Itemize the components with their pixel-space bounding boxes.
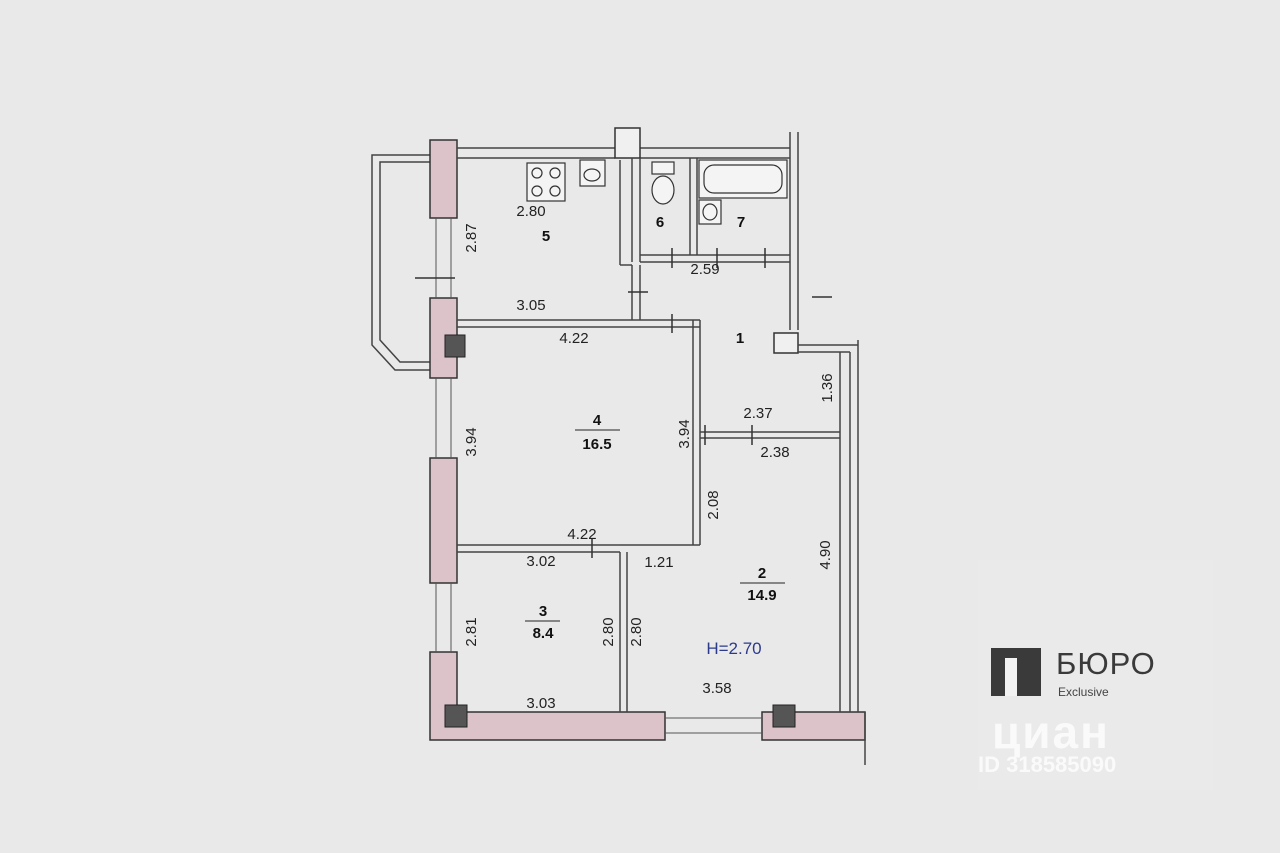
room-number: 7 [737, 214, 745, 231]
room-number: 1 [736, 330, 744, 347]
ceiling-height-label: H=2.70 [706, 639, 761, 658]
sink-bowl [583, 168, 601, 182]
dimension-label: 3.94 [463, 427, 480, 456]
brand-subtitle: Exclusive [1058, 685, 1109, 699]
window-kitchen [435, 218, 452, 298]
top-wall [457, 147, 790, 159]
dimension-label: 3.05 [516, 297, 545, 314]
washbasin-icon [698, 199, 722, 225]
brand-logo-icon [991, 648, 1041, 696]
watermark-listing-id: ID 318585090 [978, 752, 1117, 777]
dimension-label: 2.80 [600, 617, 617, 646]
dimension-label: 3.58 [702, 680, 731, 697]
room-area: 16.5 [582, 436, 611, 453]
kitchen-sink-icon [579, 159, 606, 187]
room-number: 3 [539, 603, 547, 620]
toilet-icon [651, 161, 675, 205]
dimension-label: 3.03 [526, 695, 555, 712]
dimension-label: 4.22 [559, 330, 588, 347]
room-area: 14.9 [747, 587, 776, 604]
balcony-inner [379, 161, 430, 363]
window-room3 [435, 583, 452, 652]
room-number: 2 [758, 565, 766, 582]
pillar [444, 334, 466, 358]
dimension-label: 2.80 [628, 617, 645, 646]
pillar-outline [773, 332, 799, 354]
room-number: 6 [656, 214, 664, 231]
dimension-label: 2.08 [705, 490, 722, 519]
window-room2 [665, 717, 762, 734]
wall-segment [429, 139, 458, 219]
dimension-label: 3.02 [526, 553, 555, 570]
dimension-label: 3.94 [676, 419, 693, 448]
dimension-label: 2.38 [760, 444, 789, 461]
dimension-label: 2.37 [743, 405, 772, 422]
wall-segment [429, 457, 458, 584]
dimension-label: 4.22 [567, 526, 596, 543]
bathtub-icon [698, 159, 788, 199]
dimension-label: 4.90 [817, 540, 834, 569]
room-area: 8.4 [533, 625, 555, 642]
pillar [772, 704, 796, 728]
dimension-label: 2.59 [690, 261, 719, 278]
door-ticks [415, 248, 832, 558]
shaft [614, 127, 641, 159]
stove-icon [526, 162, 566, 202]
window-room4 [435, 378, 452, 458]
pillar [444, 704, 468, 728]
stove-burners [531, 167, 561, 197]
brand-name: БЮРО [1056, 646, 1156, 681]
wall-segment-corner [429, 651, 666, 741]
dimension-label: 2.87 [463, 223, 480, 252]
dimension-label: 1.36 [819, 373, 836, 402]
dimension-label: 2.81 [463, 617, 480, 646]
dimension-label: 1.21 [644, 554, 673, 571]
dimension-label: 2.80 [516, 203, 545, 220]
watermark-name: циан [992, 706, 1110, 758]
balcony-outline [371, 154, 430, 371]
room-number: 5 [542, 228, 550, 245]
room-number: 4 [593, 412, 602, 429]
